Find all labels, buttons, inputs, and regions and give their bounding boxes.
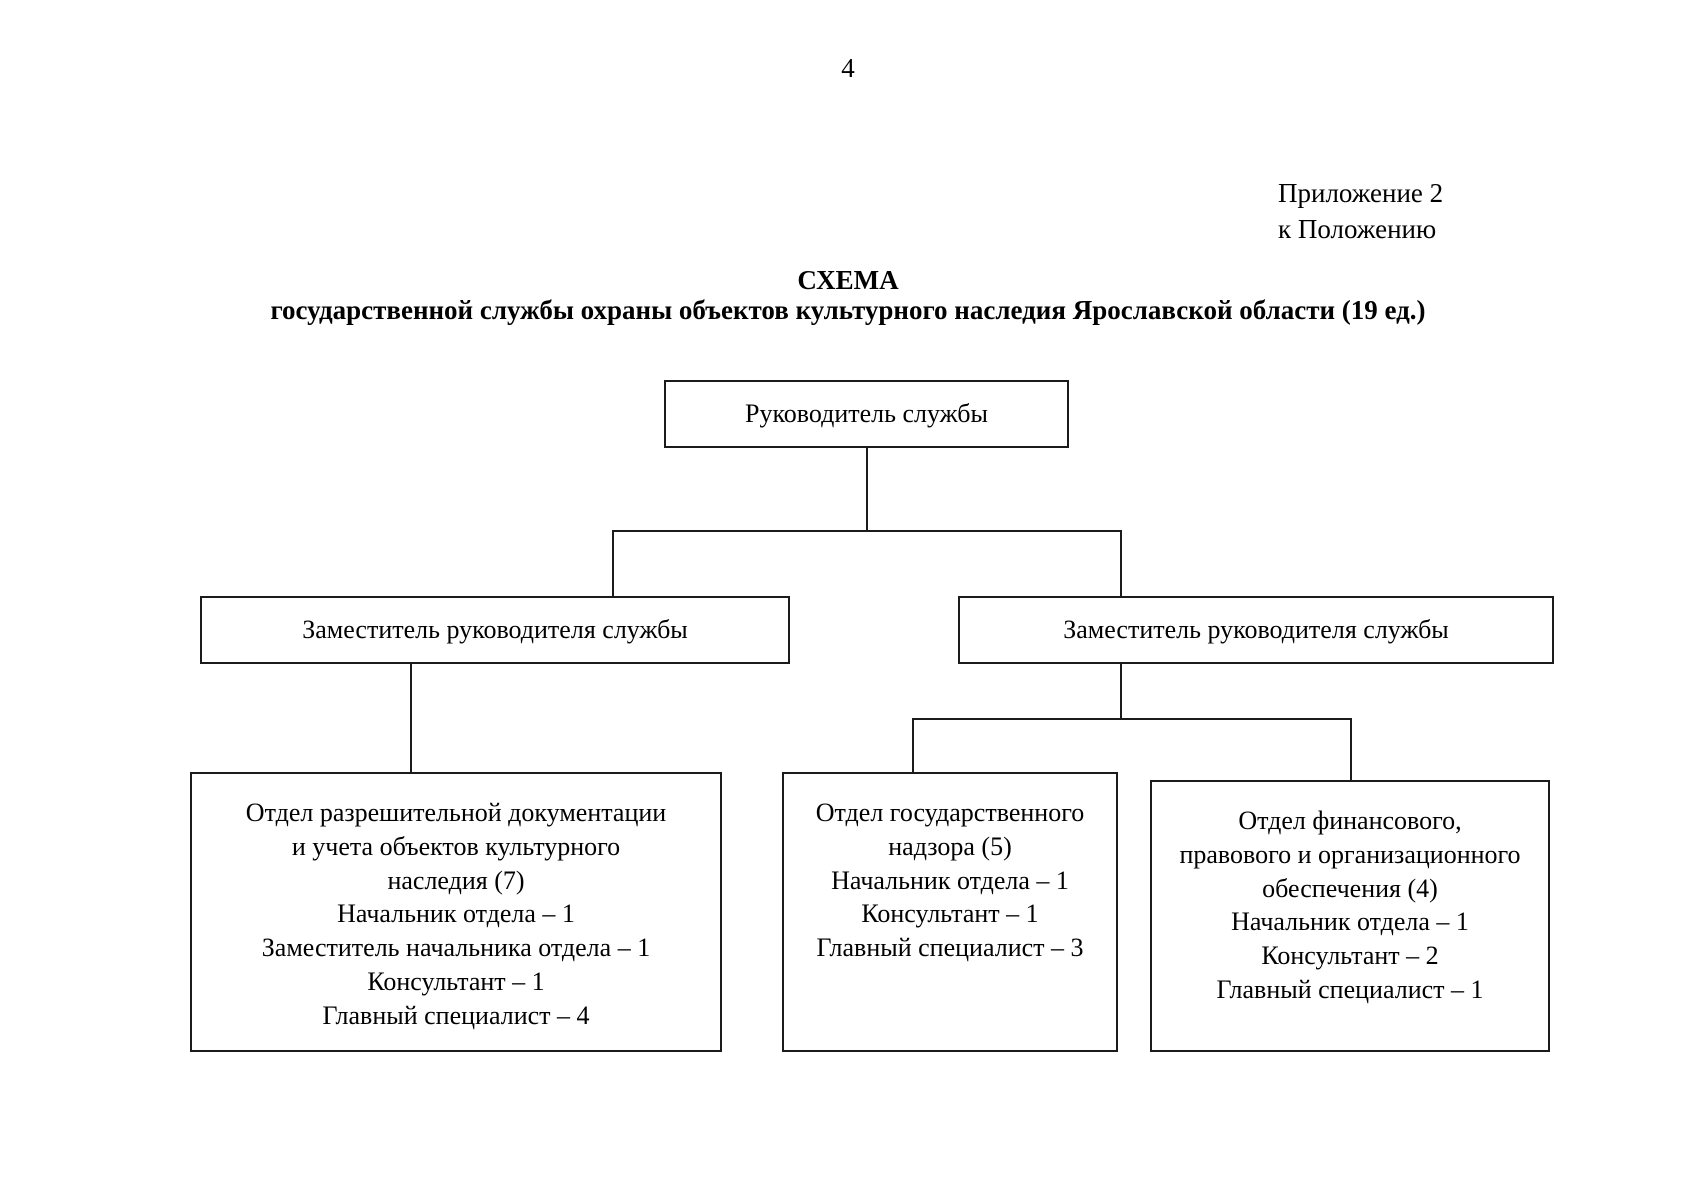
department-text-line: Начальник отдела – 1 (831, 865, 1069, 895)
node-head-of-service[interactable]: Руководитель службы (664, 380, 1069, 448)
department-text-line: Главный специалист – 4 (322, 1000, 590, 1030)
node-department-3-content: Отдел финансового, правового и организаци… (1162, 804, 1538, 1007)
node-department-1-content: Отдел разрешительной документации и учета… (202, 796, 710, 1033)
department-text-line: Консультант – 2 (1261, 941, 1439, 971)
node-deputy-1[interactable]: Заместитель руководителя службы (200, 596, 790, 664)
connector-deputy2-down (1120, 664, 1122, 718)
page-number: 4 (841, 53, 855, 83)
department-text-line: Главный специалист – 1 (1216, 974, 1484, 1004)
node-department-2[interactable]: Отдел государственного надзора (5) Начальн… (782, 772, 1118, 1052)
appendix-reference: Приложение 2 к Положению (1278, 176, 1443, 247)
department-text-line: обеспечения (4) (1262, 873, 1438, 903)
node-head-label: Руководитель службы (745, 399, 988, 429)
connector-head-down (866, 448, 868, 530)
department-text-line: и учета объектов культурного (291, 831, 621, 861)
connector-to-dept2 (912, 718, 914, 772)
connector-to-dept3 (1350, 718, 1352, 780)
document-title: СХЕМА (797, 265, 899, 295)
department-text-line: Консультант – 1 (861, 899, 1039, 929)
node-department-2-content: Отдел государственного надзора (5) Начальн… (794, 796, 1106, 965)
department-text-line: наследия (7) (387, 865, 525, 895)
department-text-line: Главный специалист – 3 (816, 933, 1084, 963)
department-text-line: Заместитель начальника отдела – 1 (261, 933, 651, 963)
appendix-line-1: Приложение 2 (1278, 178, 1444, 208)
connector-bottom-bus (912, 718, 1352, 720)
department-text-line: Отдел разрешительной документации (245, 798, 667, 827)
node-deputy-2-label: Заместитель руководителя службы (1063, 615, 1449, 645)
node-department-3[interactable]: Отдел финансового, правового и организаци… (1150, 780, 1550, 1052)
node-deputy-2[interactable]: Заместитель руководителя службы (958, 596, 1554, 664)
department-text-line: надзора (5) (888, 831, 1012, 861)
connector-to-deputy-2 (1120, 530, 1122, 596)
node-department-1[interactable]: Отдел разрешительной документации и учета… (190, 772, 722, 1052)
department-text-line: Начальник отдела – 1 (1231, 907, 1469, 937)
department-text-line: Отдел государственного (815, 798, 1085, 827)
connector-top-bus-right (866, 530, 1122, 532)
department-text-line: Отдел финансового, (1238, 806, 1462, 835)
department-text-line: Начальник отдела – 1 (337, 899, 575, 929)
document-subtitle: государственной службы охраны объектов к… (270, 295, 1426, 325)
connector-deputy1-to-dept1 (410, 664, 412, 772)
department-text-line: Консультант – 1 (367, 966, 545, 996)
connector-to-deputy-1 (612, 530, 614, 596)
appendix-line-2: к Положению (1278, 213, 1437, 244)
node-deputy-1-label: Заместитель руководителя службы (302, 615, 688, 645)
department-text-line: правового и организационного (1179, 839, 1521, 869)
